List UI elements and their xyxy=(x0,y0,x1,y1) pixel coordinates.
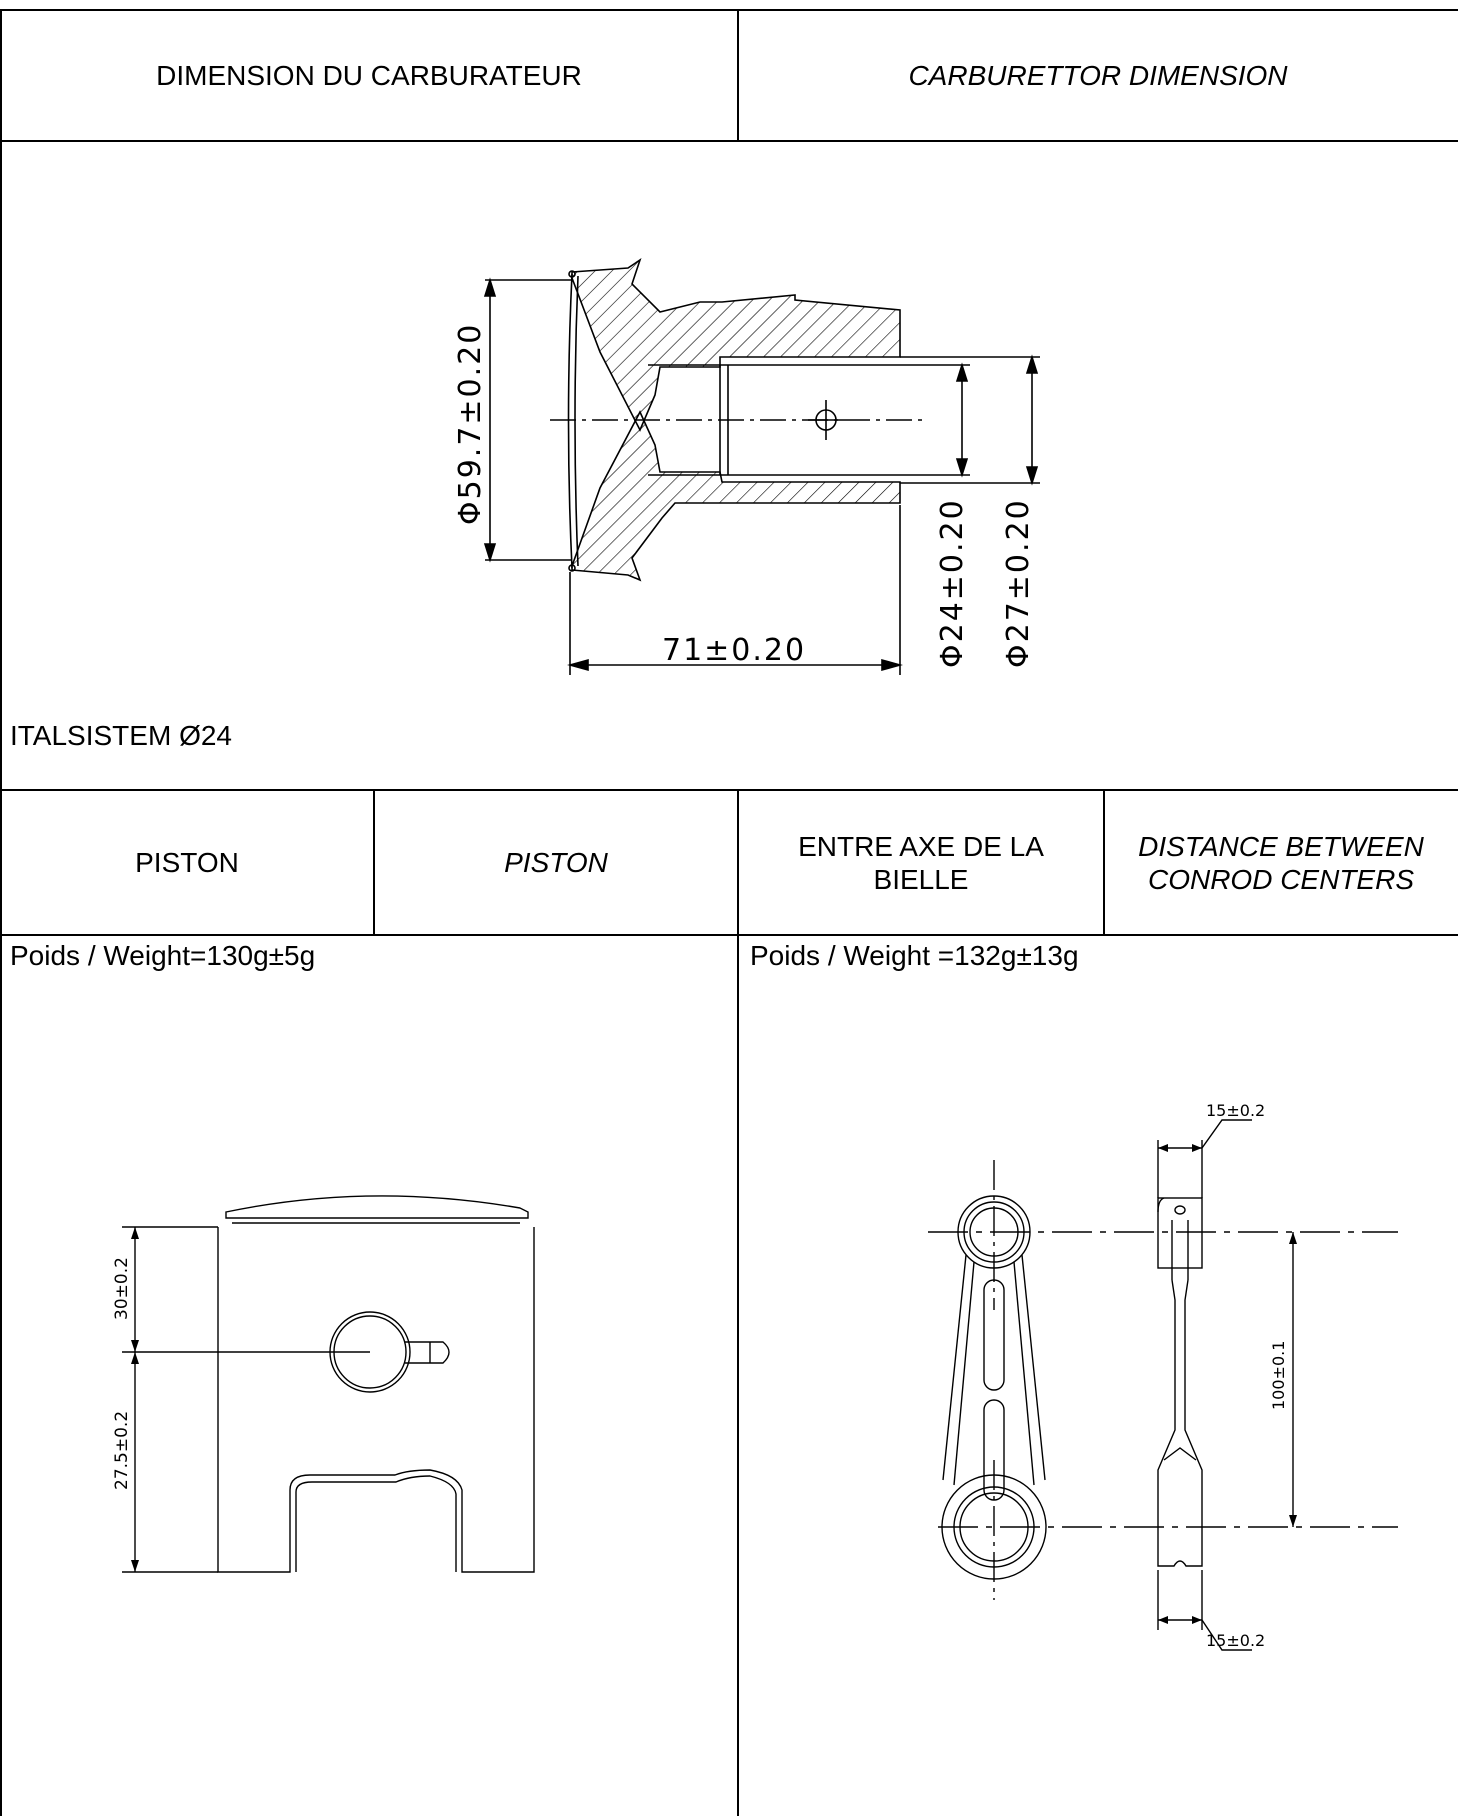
conrod-weight: Poids / Weight =132g±13g xyxy=(750,940,1079,971)
dim-pin-to-bottom: 27.5±0.2 xyxy=(112,1411,132,1490)
dim-outer-diameter: Φ27±0.20 xyxy=(1001,498,1036,668)
dim-bell-diameter: Φ59.7±0.20 xyxy=(453,323,488,525)
carburettor-drawing: Φ59.7±0.20 71±0.20 Φ24±0.20 Φ27±0.20 xyxy=(453,258,1040,675)
dim-top-to-pin: 30±0.2 xyxy=(112,1257,132,1320)
conrod-drawing: 15±0.2 100±0.1 15±0.2 xyxy=(928,1101,1398,1651)
piston-drawing: 30±0.2 27.5±0.2 xyxy=(112,1195,535,1573)
dim-center-distance: 100±0.1 xyxy=(1269,1341,1288,1410)
carburettor-title-en: CARBURETTOR DIMENSION xyxy=(908,60,1288,91)
carburettor-model: ITALSISTEM Ø24 xyxy=(10,720,232,751)
piston-weight: Poids / Weight=130g±5g xyxy=(10,940,316,971)
carburettor-title-fr: DIMENSION DU CARBURATEUR xyxy=(156,60,582,91)
piston-title-en: PISTON xyxy=(504,847,608,878)
conrod-title-fr: ENTRE AXE DE LA BIELLE xyxy=(798,830,1044,895)
dim-inner-diameter: Φ24±0.20 xyxy=(935,498,970,668)
dim-big-end-width: 15±0.2 xyxy=(1206,1631,1265,1650)
piston-title-fr: PISTON xyxy=(135,847,239,878)
conrod-title-en: DISTANCE BETWEEN CONROD CENTERS xyxy=(1138,830,1424,895)
dim-small-end-width: 15±0.2 xyxy=(1206,1101,1265,1120)
dim-length: 71±0.20 xyxy=(662,633,806,668)
